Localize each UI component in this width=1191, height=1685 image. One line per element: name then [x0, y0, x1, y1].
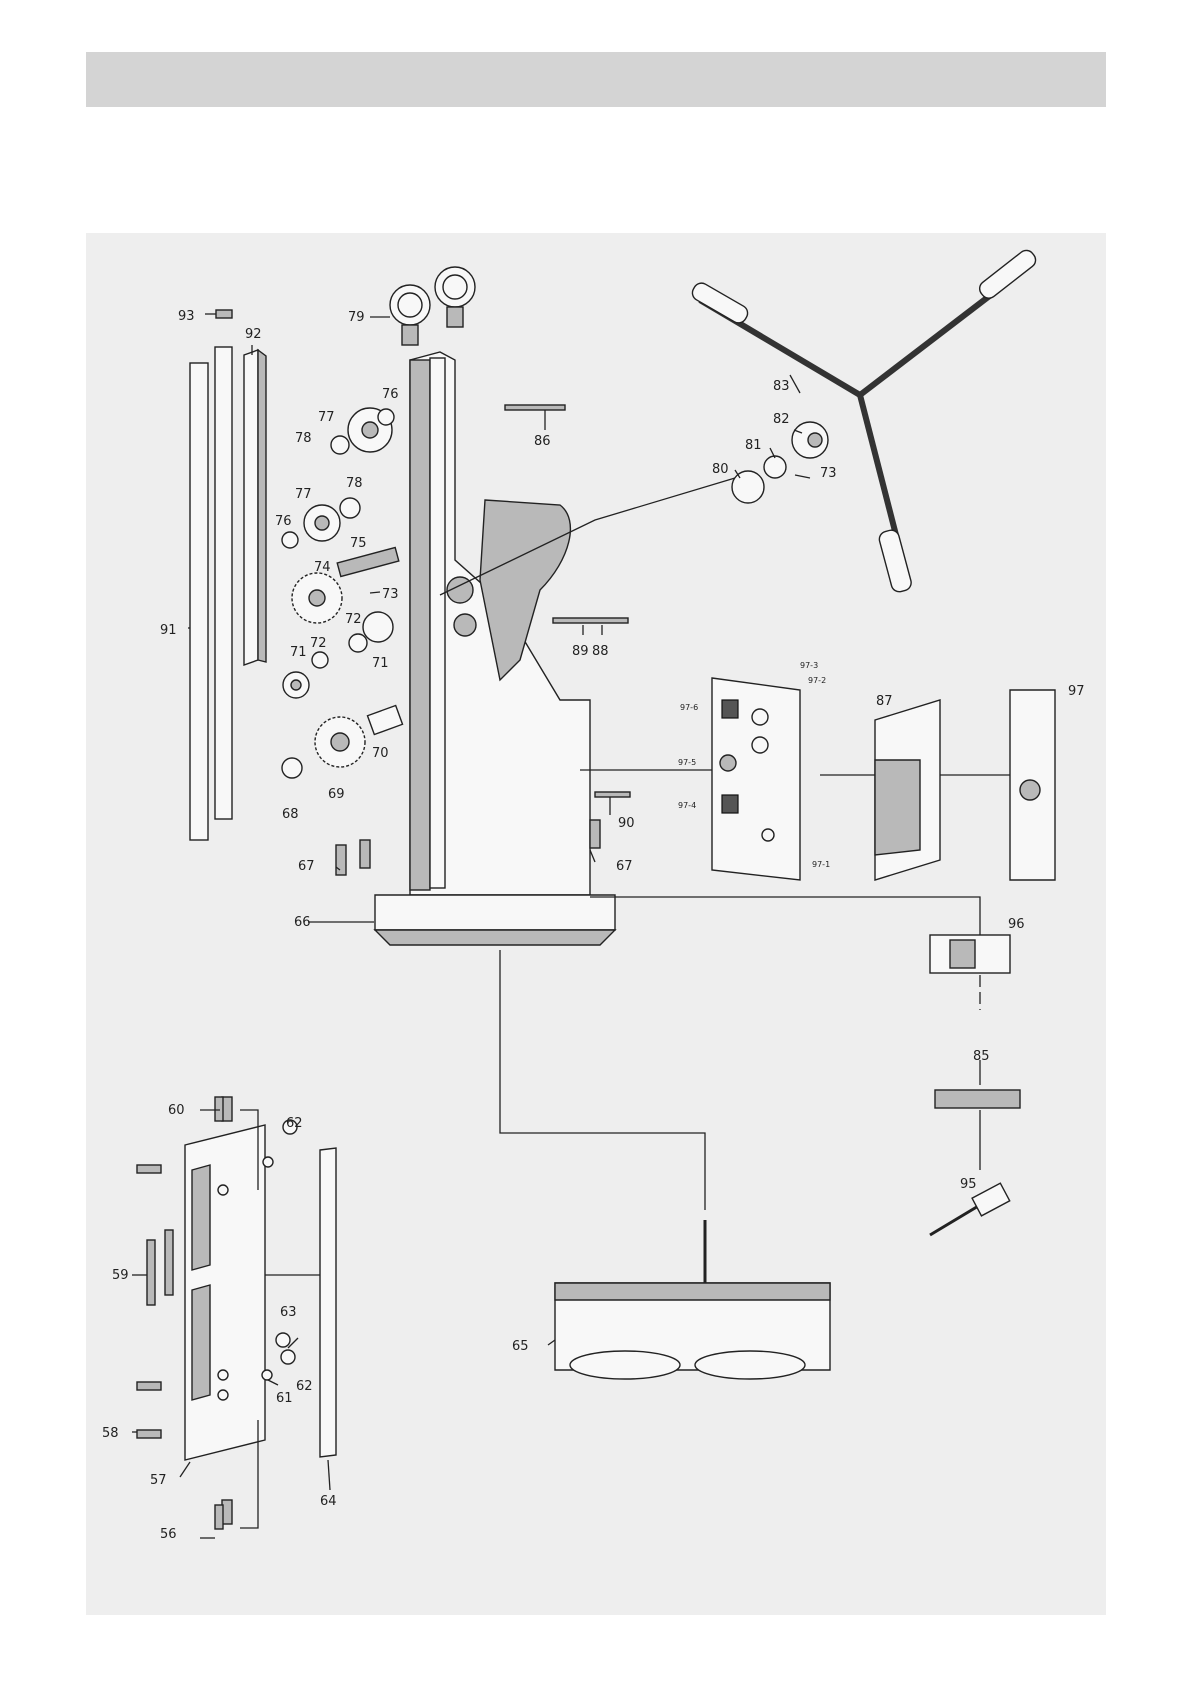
label-85: 85 — [973, 1049, 990, 1064]
label-63: 63 — [280, 1305, 297, 1320]
label-87: 87 — [876, 694, 893, 709]
relay-87 — [875, 700, 940, 880]
control-panel-97 — [712, 678, 800, 880]
label-61: 61 — [276, 1391, 293, 1406]
label-91: 91 — [160, 623, 177, 638]
label-96: 96 — [1008, 917, 1025, 932]
hub-82 — [792, 422, 828, 458]
label-71b: 71 — [372, 656, 389, 671]
label-69: 69 — [328, 787, 345, 802]
label-67a: 67 — [298, 859, 315, 874]
label-97: 97 — [1068, 684, 1085, 699]
label-89: 89 — [572, 644, 589, 659]
label-72b: 72 — [345, 612, 362, 627]
magnet-base-65 — [555, 1220, 830, 1379]
label-86: 86 — [534, 434, 551, 449]
label-88: 88 — [592, 644, 609, 659]
rail-92 — [244, 350, 266, 665]
rack-64 — [320, 1148, 336, 1457]
screw-93 — [216, 310, 232, 318]
label-62a: 62 — [286, 1116, 303, 1131]
label-76b: 76 — [275, 514, 292, 529]
label-65: 65 — [512, 1339, 529, 1354]
switch-96 — [930, 935, 1010, 973]
eye-bolt-79 — [390, 267, 475, 345]
label-72a: 72 — [310, 636, 327, 651]
label-70: 70 — [372, 746, 389, 761]
label-80: 80 — [712, 462, 729, 477]
label-68: 68 — [282, 807, 299, 822]
label-97-5: 97-5 — [678, 758, 696, 767]
label-93: 93 — [178, 309, 195, 324]
label-67b: 67 — [616, 859, 633, 874]
label-83: 83 — [773, 379, 790, 394]
label-92: 92 — [245, 327, 262, 342]
label-79: 79 — [348, 310, 365, 325]
label-74: 74 — [314, 560, 331, 575]
label-81: 81 — [745, 438, 762, 453]
label-60: 60 — [168, 1103, 185, 1118]
label-78a: 78 — [295, 431, 312, 446]
label-56: 56 — [160, 1527, 177, 1542]
strain-relief-85 — [935, 1090, 1020, 1108]
lock-knob-63 — [262, 1120, 297, 1380]
label-77b: 77 — [295, 487, 312, 502]
label-75: 75 — [350, 536, 367, 551]
label-77a: 77 — [318, 410, 335, 425]
bolt-86 — [505, 405, 565, 410]
column-tube-91 — [190, 347, 232, 840]
label-97-3: 97-3 — [800, 661, 818, 670]
label-64: 64 — [320, 1494, 337, 1509]
slide-57 — [185, 1125, 265, 1460]
ring-81 — [764, 456, 786, 478]
label-59: 59 — [112, 1268, 129, 1283]
pins-59 — [147, 1230, 173, 1305]
label-97-1: 97-1 — [812, 860, 830, 869]
label-97-6: 97-6 — [680, 703, 698, 712]
label-76a: 76 — [382, 387, 399, 402]
label-57: 57 — [150, 1473, 167, 1488]
label-97-2: 97-2 — [808, 676, 826, 685]
feed-handle-83 — [690, 247, 1039, 593]
bolt-88 — [553, 618, 628, 623]
bushing-80 — [732, 471, 764, 503]
label-58: 58 — [102, 1426, 119, 1441]
label-66: 66 — [294, 915, 311, 930]
bolt-90 — [595, 792, 630, 797]
label-62b: 62 — [296, 1379, 313, 1394]
label-90: 90 — [618, 816, 635, 831]
label-97-4: 97-4 — [678, 801, 696, 810]
label-73b: 73 — [820, 466, 837, 481]
label-73a: 73 — [382, 587, 399, 602]
label-78b: 78 — [346, 476, 363, 491]
label-71a: 71 — [290, 645, 307, 660]
label-82: 82 — [773, 412, 790, 427]
label-95: 95 — [960, 1177, 977, 1192]
cover-97 — [1010, 690, 1055, 880]
